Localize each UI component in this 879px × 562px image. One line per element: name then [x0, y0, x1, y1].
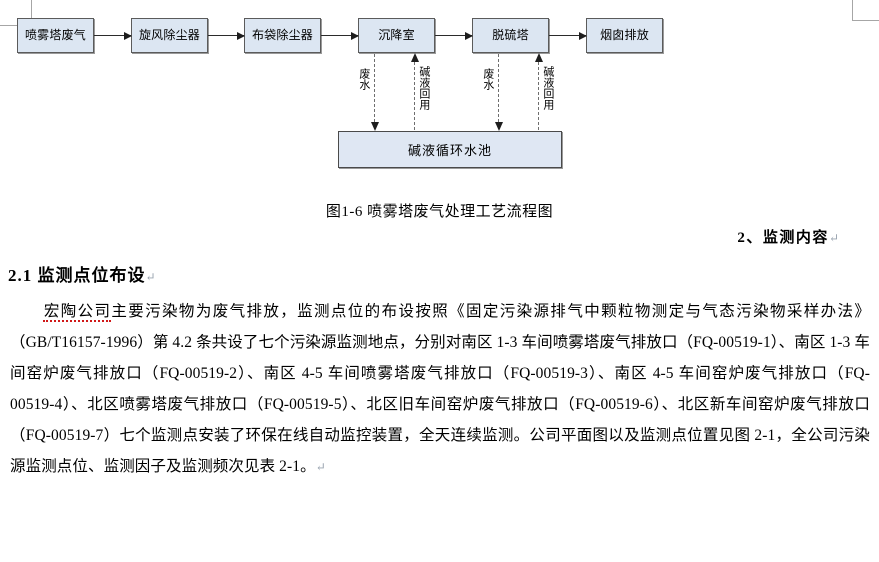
- arrow-up-icon: [410, 53, 419, 62]
- node-label: 布袋除尘器: [251, 27, 313, 42]
- subsection-heading-text: 2.1 监测点位布设: [8, 266, 146, 285]
- body-paragraph-text: 主要污染物为废气排放，监测点位的布设按照《固定污染源排气中颗粒物测定与气态污染物…: [10, 303, 870, 475]
- arrow-connector-1: [94, 31, 132, 40]
- node-label: 喷雾塔废气: [24, 27, 86, 42]
- node-settling-chamber[interactable]: 沉降室: [358, 18, 435, 53]
- flow-wastewater-settling: [370, 54, 379, 131]
- subsection-heading-monitoring-point-layout: 2.1 监测点位布设↵: [8, 261, 156, 286]
- node-label: 旋风除尘器: [138, 27, 200, 42]
- arrow-connector-4: [435, 31, 473, 40]
- node-cyclone-dust-collector[interactable]: 旋风除尘器: [131, 18, 208, 53]
- flow-alkali-reuse-settling: [410, 53, 419, 130]
- flow-wastewater-desulfurization: [494, 54, 503, 131]
- section-heading-monitoring-content: 2、监测内容↵: [0, 226, 839, 247]
- node-spray-tower-exhaust[interactable]: 喷雾塔废气: [17, 18, 94, 53]
- node-label: 烟囱排放: [600, 27, 649, 42]
- node-alkali-circulation-pool[interactable]: 碱液循环水池: [338, 131, 562, 168]
- node-label: 碱液循环水池: [407, 143, 492, 158]
- flow-label-alkali-reuse-desulfurization: 碱液回用: [541, 66, 554, 110]
- arrow-connector-5: [549, 31, 587, 40]
- page-margin-mark-top-left: [0, 0, 32, 26]
- node-desulfurization-tower[interactable]: 脱硫塔: [472, 18, 549, 53]
- flow-label-wastewater-settling: 废水: [357, 68, 370, 90]
- spellcheck-term: 宏陶公司: [42, 303, 112, 322]
- arrow-down-icon: [370, 122, 379, 131]
- flow-alkali-reuse-desulfurization: [534, 53, 543, 130]
- flow-label-alkali-reuse-settling: 碱液回用: [417, 66, 430, 110]
- figure-caption-text: 图1-6 喷雾塔废气处理工艺流程图: [325, 204, 554, 220]
- node-chimney-emission[interactable]: 烟囱排放: [586, 18, 663, 53]
- node-label: 沉降室: [378, 27, 415, 42]
- figure-caption: 图1-6 喷雾塔废气处理工艺流程图: [0, 200, 879, 221]
- paragraph-mark: ↵: [145, 270, 156, 284]
- section-heading-text: 2、监测内容: [737, 230, 829, 246]
- flow-label-wastewater-desulfurization: 废水: [481, 68, 494, 90]
- process-flow-diagram: 喷雾塔废气 旋风除尘器 布袋除尘器 沉降室 脱硫塔 烟囱排放 废水 碱液回用 废…: [0, 0, 879, 190]
- arrow-connector-2: [208, 31, 245, 40]
- arrow-connector-3: [321, 31, 359, 40]
- body-paragraph: 宏陶公司主要污染物为废气排放，监测点位的布设按照《固定污染源排气中颗粒物测定与气…: [10, 296, 870, 483]
- node-label: 脱硫塔: [492, 27, 529, 42]
- arrow-up-icon: [534, 53, 543, 62]
- arrow-down-icon: [494, 122, 503, 131]
- node-bag-dust-collector[interactable]: 布袋除尘器: [244, 18, 321, 53]
- page-margin-mark-top-right: [852, 0, 879, 21]
- paragraph-mark: ↵: [315, 460, 326, 474]
- paragraph-mark: ↵: [828, 231, 839, 245]
